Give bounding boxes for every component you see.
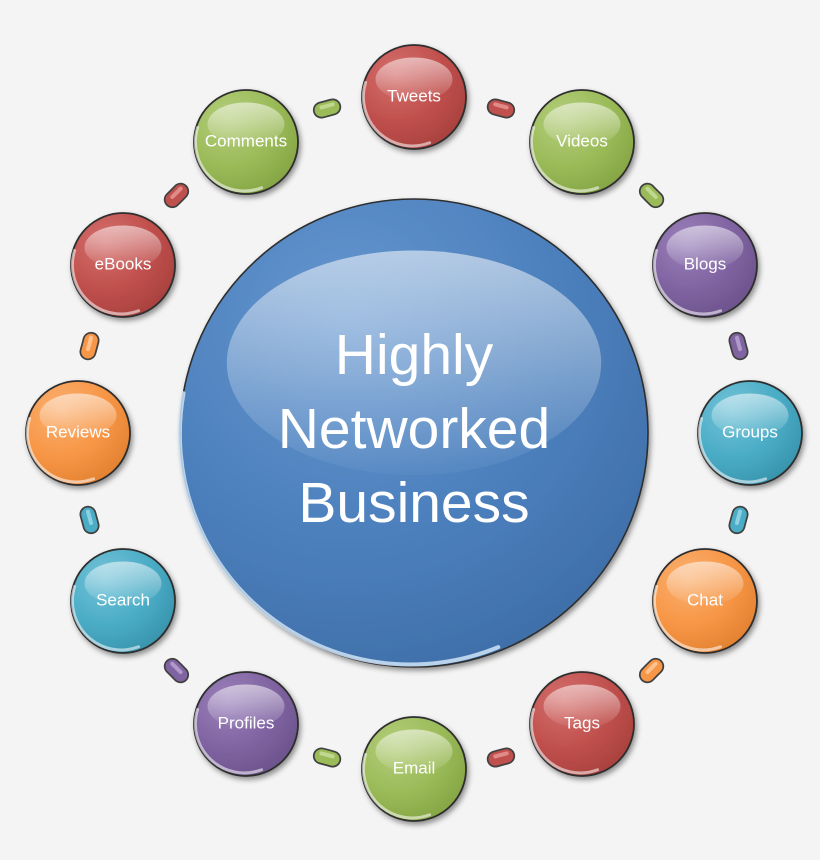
node-reviews[interactable]: Reviews xyxy=(25,380,131,486)
connector-tweets-to-videos xyxy=(486,98,516,119)
node-email[interactable]: Email xyxy=(361,716,467,822)
node-tags[interactable]: Tags xyxy=(529,671,635,777)
connector-reviews-to-ebooks xyxy=(79,331,100,361)
hub-circle[interactable] xyxy=(177,198,649,668)
node-search[interactable]: Search xyxy=(70,548,176,654)
connector-email-to-profiles xyxy=(312,747,342,768)
node-tweets[interactable]: Tweets xyxy=(361,44,467,150)
node-profiles[interactable]: Profiles xyxy=(193,671,299,777)
node-blogs[interactable]: Blogs xyxy=(652,212,758,318)
connector-comments-to-tweets xyxy=(312,98,342,119)
connector-layer xyxy=(79,98,749,768)
connector-ebooks-to-comments xyxy=(163,182,190,209)
node-ebooks[interactable]: eBooks xyxy=(70,212,176,318)
connector-chat-to-tags xyxy=(638,657,665,684)
node-groups[interactable]: Groups xyxy=(697,380,803,486)
connector-videos-to-blogs xyxy=(638,182,665,209)
connector-search-to-reviews xyxy=(79,505,100,535)
connector-profiles-to-search xyxy=(163,657,190,684)
node-comments[interactable]: Comments xyxy=(193,89,299,195)
node-chat[interactable]: Chat xyxy=(652,548,758,654)
connector-tags-to-email xyxy=(486,747,516,768)
node-videos[interactable]: Videos xyxy=(529,89,635,195)
connector-blogs-to-groups xyxy=(728,331,749,361)
connector-groups-to-chat xyxy=(728,505,749,535)
